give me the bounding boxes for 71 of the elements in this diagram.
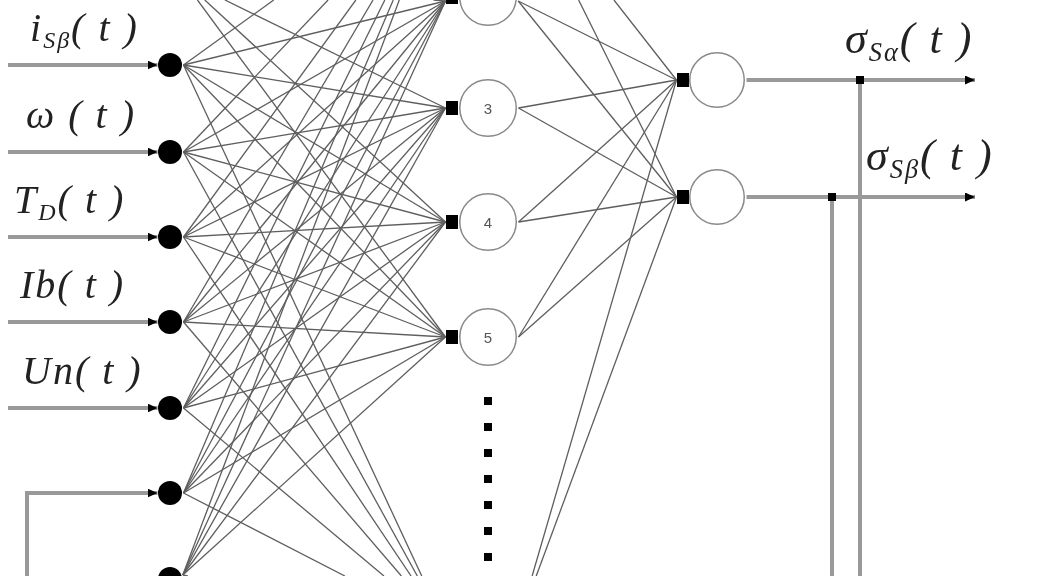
connector-line	[182, 221, 447, 238]
connector-line	[182, 407, 385, 576]
input-neuron	[158, 140, 183, 164]
connector-line	[517, 196, 678, 338]
hidden-neuron	[446, 307, 518, 367]
input-neuron	[158, 567, 183, 576]
signal-label: σ$_{Sβ}$( t )	[865, 132, 995, 187]
connector-line	[517, 79, 678, 338]
arrow	[8, 317, 158, 327]
connector-line	[224, 0, 447, 109]
connector-line	[531, 79, 678, 576]
connector-line	[577, 0, 678, 198]
arrow	[836, 192, 975, 202]
arrow	[864, 75, 975, 85]
connector-line	[182, 336, 447, 576]
connector-line	[828, 193, 836, 576]
output-neuron	[677, 51, 746, 109]
signal-label: ω ( t )	[25, 93, 137, 139]
input-neuron	[158, 225, 183, 249]
signal-label: σ$_{Sα}$( t )	[844, 15, 975, 70]
connector-line	[746, 195, 828, 199]
output-neuron	[677, 168, 746, 226]
neuron-number: 4	[483, 214, 493, 230]
connector-line	[182, 321, 447, 338]
input-neuron	[158, 396, 183, 420]
input-neuron	[158, 310, 183, 334]
connector-line	[432, 0, 447, 2]
connector-line	[856, 76, 864, 576]
hidden-neuron	[446, 78, 518, 138]
connector-line	[182, 0, 400, 576]
arrow	[8, 147, 158, 157]
input-neuron	[158, 481, 183, 505]
arrow	[8, 403, 158, 413]
connector-line	[746, 78, 856, 82]
connector-line	[613, 0, 678, 81]
connector-line	[182, 151, 418, 576]
connector-line	[182, 321, 403, 576]
connector-line	[182, 492, 346, 576]
connector-line	[182, 336, 447, 494]
signal-label: Un( t )	[21, 349, 144, 395]
connector-line	[182, 221, 447, 494]
connector-line	[182, 0, 357, 238]
connector-line	[517, 0, 678, 81]
connector-line	[517, 196, 678, 223]
connector-line	[517, 0, 678, 198]
signal-label: T$_{D}$( t )	[13, 178, 127, 228]
arrow	[8, 60, 158, 70]
hidden-neuron	[446, 0, 518, 27]
neuron-number: 3	[483, 100, 493, 116]
arrow	[25, 488, 158, 576]
signal-label: i$_{Sβ}$( t )	[29, 6, 140, 56]
connector-line	[182, 0, 329, 153]
connector-line	[182, 574, 189, 576]
connector-line	[182, 236, 412, 576]
connector-line	[517, 79, 678, 109]
connector-line	[182, 0, 386, 409]
neuron-number: 5	[483, 329, 493, 345]
signal-label: Ib( t )	[19, 263, 127, 309]
connector-line	[182, 221, 447, 576]
hidden-neuron	[446, 192, 518, 252]
arrow	[8, 232, 158, 242]
connector-line	[517, 107, 678, 198]
connector-line	[182, 64, 423, 576]
connector-line	[182, 0, 275, 66]
connector-line	[182, 151, 447, 338]
connector-line	[182, 107, 447, 409]
connector-line	[517, 79, 678, 223]
connector-line	[182, 0, 374, 323]
connector-line	[535, 196, 678, 576]
input-neuron	[158, 53, 183, 77]
connector-line	[182, 0, 394, 494]
